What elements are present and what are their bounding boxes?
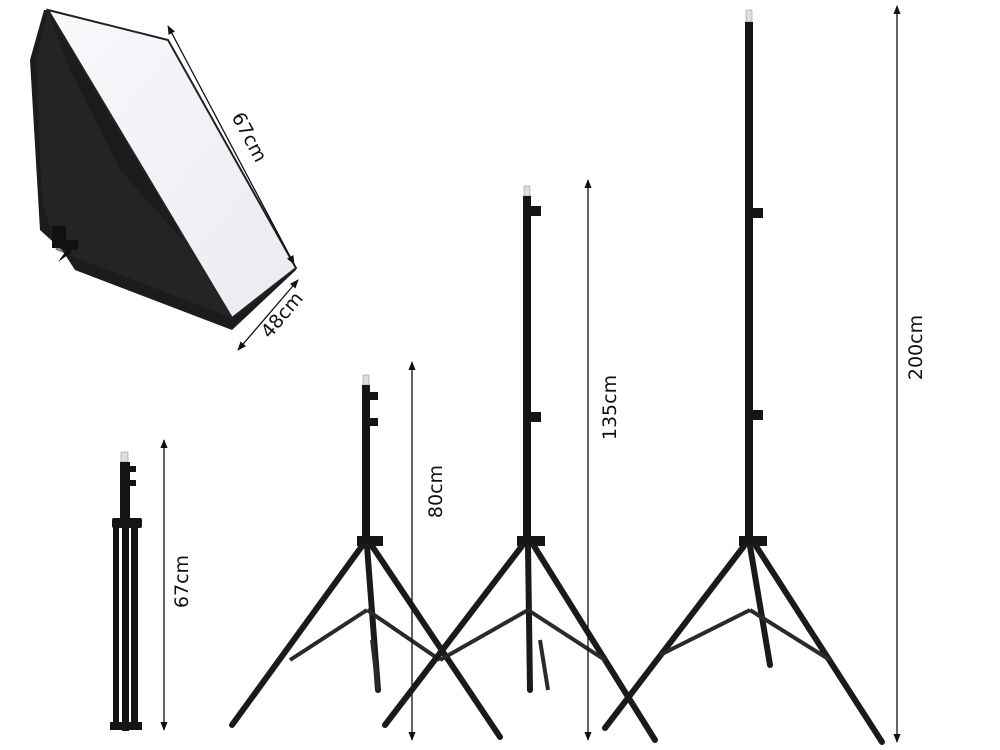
medium-light-stand [382,185,658,743]
softbox-mount-bracket-icon [52,226,78,262]
tall-light-stand [602,9,885,745]
softbox-length-dimension-line [167,25,295,265]
folded-stand-height-label: 67cm [171,554,194,609]
softbox [30,8,298,330]
tall-stand-height-label: 200cm [905,314,928,381]
medium-stand-height-label: 135cm [599,374,622,441]
folded-light-stand [110,451,142,731]
short-stand-height-label: 80cm [425,464,448,519]
short-light-stand [229,374,503,740]
softbox-width-dimension-line [237,279,299,351]
